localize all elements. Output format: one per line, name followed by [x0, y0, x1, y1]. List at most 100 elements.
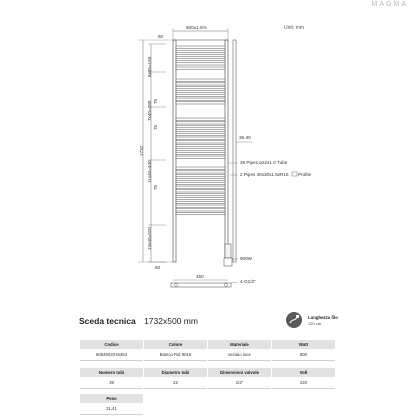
- spacing-label: 35-40: [239, 135, 251, 140]
- right-rail: [224, 39, 229, 263]
- dim-group-2-label: 7x40=280: [147, 100, 152, 121]
- table-row: 21,41: [80, 403, 143, 415]
- radiator-bar: [175, 93, 226, 97]
- value-materiale: acciaio inox: [208, 349, 271, 361]
- radiator-bar: [175, 200, 226, 204]
- radiator-bar: [175, 86, 226, 90]
- radiator-bar: [175, 144, 226, 148]
- bottom-offset-label: 60: [155, 265, 161, 270]
- top-offset-label: 60: [158, 34, 164, 39]
- spec-table-weight: Peso 21,41: [79, 394, 144, 415]
- radiator-bar: [175, 58, 226, 62]
- table-header-row: Peso: [80, 394, 143, 403]
- dim-group-3-label: 11x40=440: [147, 160, 152, 183]
- radiator-bar: [175, 174, 226, 178]
- radiator-bar: [175, 49, 226, 53]
- radiator-bar: [175, 166, 226, 170]
- radiator-bar: [175, 148, 226, 151]
- radiator-technical-drawing: [138, 28, 298, 288]
- header-watt: Watt: [272, 340, 335, 349]
- table-row: 6054602016354 Bianco Ral 9016 acciaio in…: [80, 349, 335, 361]
- radiator-bar: [175, 193, 226, 197]
- header-numero-tubi: Numero tubi: [80, 368, 143, 377]
- value-dimensioni-valvole: 1/2": [208, 377, 271, 389]
- profile-icon: [291, 171, 298, 177]
- radiator-bar: [175, 208, 226, 212]
- profile-label: Profile: [298, 172, 312, 177]
- bottom-connection-left: [174, 283, 178, 287]
- element-power-label: 900W: [240, 256, 253, 261]
- width-dimension-label: 500±1.5%: [186, 25, 207, 30]
- header-volt: Volt: [272, 368, 335, 377]
- header-dimensioni-valvole: Dimensioni valvole: [208, 368, 271, 377]
- heating-element-connector: [223, 257, 233, 267]
- connection-leader: [230, 281, 239, 284]
- cable-length-value: 120 cm: [308, 321, 322, 326]
- bottom-width-label: 450: [196, 274, 204, 279]
- radiator-bar: [175, 178, 226, 181]
- pipe-note-2: 2 Pipes 40x30x1.5xR15: [240, 172, 289, 177]
- radiator-bar: [175, 101, 226, 105]
- table-header-row: Numero tubi Diametro tubi Dimensioni val…: [80, 368, 335, 377]
- value-codice: 6054602016354: [80, 349, 143, 361]
- radiator-bar: [175, 189, 226, 193]
- value-diametro-tubi: 22: [144, 377, 207, 389]
- header-diametro-tubi: Diametro tubi: [144, 368, 207, 377]
- radiator-bar: [175, 82, 226, 86]
- header-materiale: Materiale: [208, 340, 271, 349]
- brand-logo: MAGMA: [371, 1, 408, 8]
- side-profile: [232, 39, 237, 263]
- value-watt: 900: [272, 349, 335, 361]
- gap-label-3: 75: [153, 184, 158, 190]
- value-volt: 220: [272, 377, 335, 389]
- bottom-view-frame: [170, 282, 232, 288]
- header-peso: Peso: [80, 394, 143, 403]
- radiator-bar: [175, 125, 226, 129]
- height-dimension-label: 1732: [139, 145, 144, 156]
- radiator-bar: [175, 121, 226, 125]
- radiator-bar: [175, 204, 226, 208]
- radiator-bar: [175, 170, 226, 174]
- value-peso: 21,41: [80, 403, 143, 415]
- value-colore: Bianco Ral 9016: [144, 349, 207, 361]
- value-numero-tubi: 39: [80, 377, 143, 389]
- radiator-bar: [175, 140, 226, 144]
- bottom-connection-right: [224, 283, 228, 287]
- radiator-bar: [175, 181, 226, 185]
- radiator-bar: [175, 66, 226, 70]
- spec-title-text: Sceda tecnica: [79, 316, 136, 326]
- spec-title: Sceda tecnica 1732x500 mm: [79, 316, 198, 326]
- dim-group-1-label: 6x45=150: [147, 56, 152, 77]
- radiator-bar: [175, 155, 226, 159]
- radiator-bar: [175, 129, 226, 132]
- cable-length-icon: [286, 312, 302, 328]
- radiator-bar: [175, 78, 226, 82]
- radiator-bar: [175, 90, 226, 93]
- gap-label-1: 75: [153, 98, 158, 104]
- dim-group-4-label: 13x40=520: [147, 227, 152, 250]
- radiator-bar: [175, 151, 226, 155]
- radiator-bar: [175, 136, 226, 140]
- table-header-row: Codice Colore Materiale Watt: [80, 340, 335, 349]
- radiator-bar: [175, 45, 226, 49]
- header-colore: Colore: [144, 340, 207, 349]
- radiator-bar: [175, 197, 226, 200]
- radiator-bar: [175, 212, 226, 216]
- radiator-bar: [175, 54, 226, 57]
- spec-table-pipes: Numero tubi Diametro tubi Dimensioni val…: [79, 368, 336, 389]
- radiator-bar: [175, 117, 226, 121]
- left-rail: [172, 39, 177, 263]
- radiator-bar: [175, 185, 226, 189]
- radiator-bar: [175, 62, 226, 66]
- table-row: 39 22 1/2" 220: [80, 377, 335, 389]
- gap-label-2: 75: [153, 124, 158, 130]
- heating-element: [224, 243, 232, 259]
- cable-length-label: Lunghezza filo: [308, 315, 338, 320]
- connection-label: 4-G1/2": [240, 279, 256, 284]
- pipe-note-1: 39 Pipes ø22x1.0 Tube: [240, 160, 288, 165]
- unit-note: Unit: mm: [284, 25, 304, 31]
- header-codice: Codice: [80, 340, 143, 349]
- spec-size: 1732x500 mm: [144, 316, 198, 326]
- spec-table-main: Codice Colore Materiale Watt 60546020163…: [79, 340, 336, 361]
- radiator-bar: [175, 132, 226, 136]
